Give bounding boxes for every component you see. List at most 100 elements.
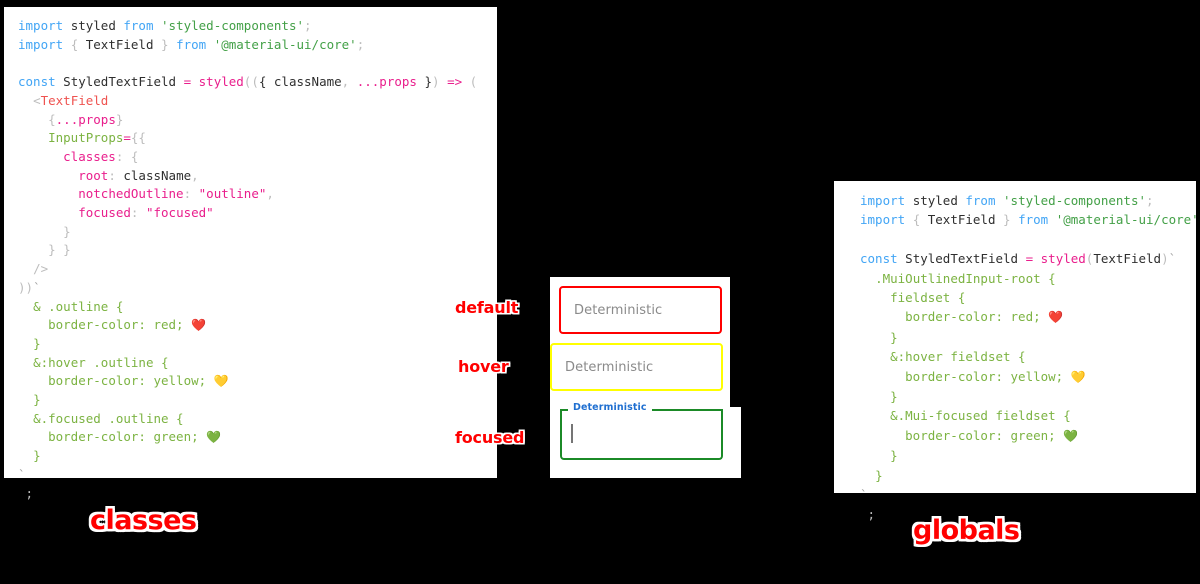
code-token <box>18 299 33 314</box>
code-token: import <box>18 36 64 52</box>
code-line: ; <box>860 505 1196 524</box>
text-caret <box>571 424 573 443</box>
code-token: StyledTextField <box>897 251 1026 267</box>
code-token <box>191 74 199 89</box>
code-token: ( <box>1085 251 1094 267</box>
code-line: &.Mui-focused fieldset { <box>860 406 1196 425</box>
code-token: { className <box>258 74 342 90</box>
code-line: border-color: yellow; 💛 <box>860 367 1196 387</box>
code-line: } <box>18 223 497 242</box>
code-token: styled <box>70 18 116 33</box>
code-token <box>905 212 913 227</box>
code-token: } <box>161 36 169 52</box>
code-token: border-color: yellow; <box>48 373 214 389</box>
code-line: fieldset { <box>860 288 1196 307</box>
code-line: &.focused .outline { <box>18 410 497 429</box>
code-token: &:hover .outline { <box>33 354 169 370</box>
code-token: border-color: yellow; <box>905 368 1071 384</box>
code-token: &.Mui-focused fieldset { <box>890 408 1071 424</box>
code-token <box>905 193 913 208</box>
code-token: 'styled-components' <box>161 18 305 33</box>
code-token: fieldset { <box>890 290 966 306</box>
code-line: } <box>18 391 497 410</box>
code-line: InputProps={{ <box>18 129 497 148</box>
code-line: const StyledTextField = styled(({ classN… <box>18 73 497 92</box>
code-line: } <box>18 447 497 466</box>
code-token <box>18 93 33 108</box>
code-token: "outline" <box>198 186 267 202</box>
code-token <box>860 330 890 345</box>
code-token: } <box>63 223 71 239</box>
code-token <box>18 149 63 164</box>
code-line: classes: { <box>18 148 497 167</box>
textfield-hover[interactable]: Deterministic <box>550 343 723 391</box>
code-token: , <box>266 186 274 202</box>
code-line: } <box>860 446 1196 465</box>
code-token <box>18 355 33 370</box>
code-token: "focused" <box>145 205 214 221</box>
code-token <box>860 408 890 423</box>
code-line: ))` <box>18 279 497 298</box>
code-token: border-color: red; <box>905 309 1049 325</box>
annotation-focused: focused <box>455 428 525 447</box>
code-token <box>860 349 890 364</box>
code-token: )) <box>18 279 34 295</box>
code-token: ; <box>356 36 365 52</box>
code-token <box>18 224 63 239</box>
code-token <box>860 448 890 463</box>
code-token <box>440 74 448 89</box>
code-token: ; <box>304 18 312 33</box>
code-token <box>1011 212 1019 227</box>
code-token <box>169 37 177 52</box>
code-token: = <box>183 74 192 90</box>
code-token: styled <box>198 74 244 90</box>
code-token: = <box>123 130 131 146</box>
code-token: InputProps <box>48 130 124 146</box>
code-token: import <box>18 18 64 33</box>
code-token: '@material-ui/core' <box>1055 212 1199 228</box>
code-token: ... <box>55 111 79 127</box>
code-token: StyledTextField <box>55 74 184 90</box>
code-token <box>1033 251 1041 266</box>
code-token <box>860 290 890 305</box>
code-token <box>63 18 71 33</box>
code-token <box>18 448 33 463</box>
code-token: ` <box>860 487 868 503</box>
code-token <box>138 205 146 220</box>
code-token: import <box>860 193 906 208</box>
code-token: TextField <box>1093 251 1162 267</box>
code-token <box>1048 212 1056 227</box>
code-token <box>860 428 905 443</box>
code-line: ` <box>18 466 497 485</box>
code-token: } <box>890 329 898 345</box>
textfield-default[interactable]: Deterministic <box>559 286 722 334</box>
code-line: <TextField <box>18 92 497 111</box>
code-token: ) <box>1161 251 1169 267</box>
code-line: & .outline { <box>18 298 497 317</box>
code-line: import { TextField } from '@material-ui/… <box>18 36 497 55</box>
textfield-default-value: Deterministic <box>574 302 663 318</box>
code-token: styled <box>912 193 958 208</box>
code-token: = <box>1025 251 1034 267</box>
demo-backdrop-lower <box>550 407 741 478</box>
textfield-focused[interactable] <box>560 410 723 460</box>
code-token: } } <box>48 242 71 258</box>
code-token: TextField <box>78 36 162 52</box>
annotation-hover: hover <box>458 357 509 376</box>
code-token: '@material-ui/core' <box>213 36 357 52</box>
code-token: } <box>416 74 432 90</box>
code-token: & .outline { <box>33 298 124 314</box>
code-token: from <box>965 193 996 208</box>
code-token: const <box>18 74 56 90</box>
code-token: from <box>176 36 207 52</box>
code-token: (( <box>243 74 259 90</box>
code-token: 'styled-components' <box>1003 193 1147 208</box>
code-token: border-color: red; <box>48 317 192 333</box>
code-block-globals: import styled from 'styled-components'; i… <box>834 181 1200 522</box>
code-token: import <box>860 212 906 228</box>
code-token <box>18 411 33 426</box>
code-token: from <box>1018 212 1049 228</box>
code-token: .MuiOutlinedInput-root { <box>875 270 1056 286</box>
code-token: ; <box>1199 212 1200 227</box>
code-token: { <box>70 36 79 52</box>
